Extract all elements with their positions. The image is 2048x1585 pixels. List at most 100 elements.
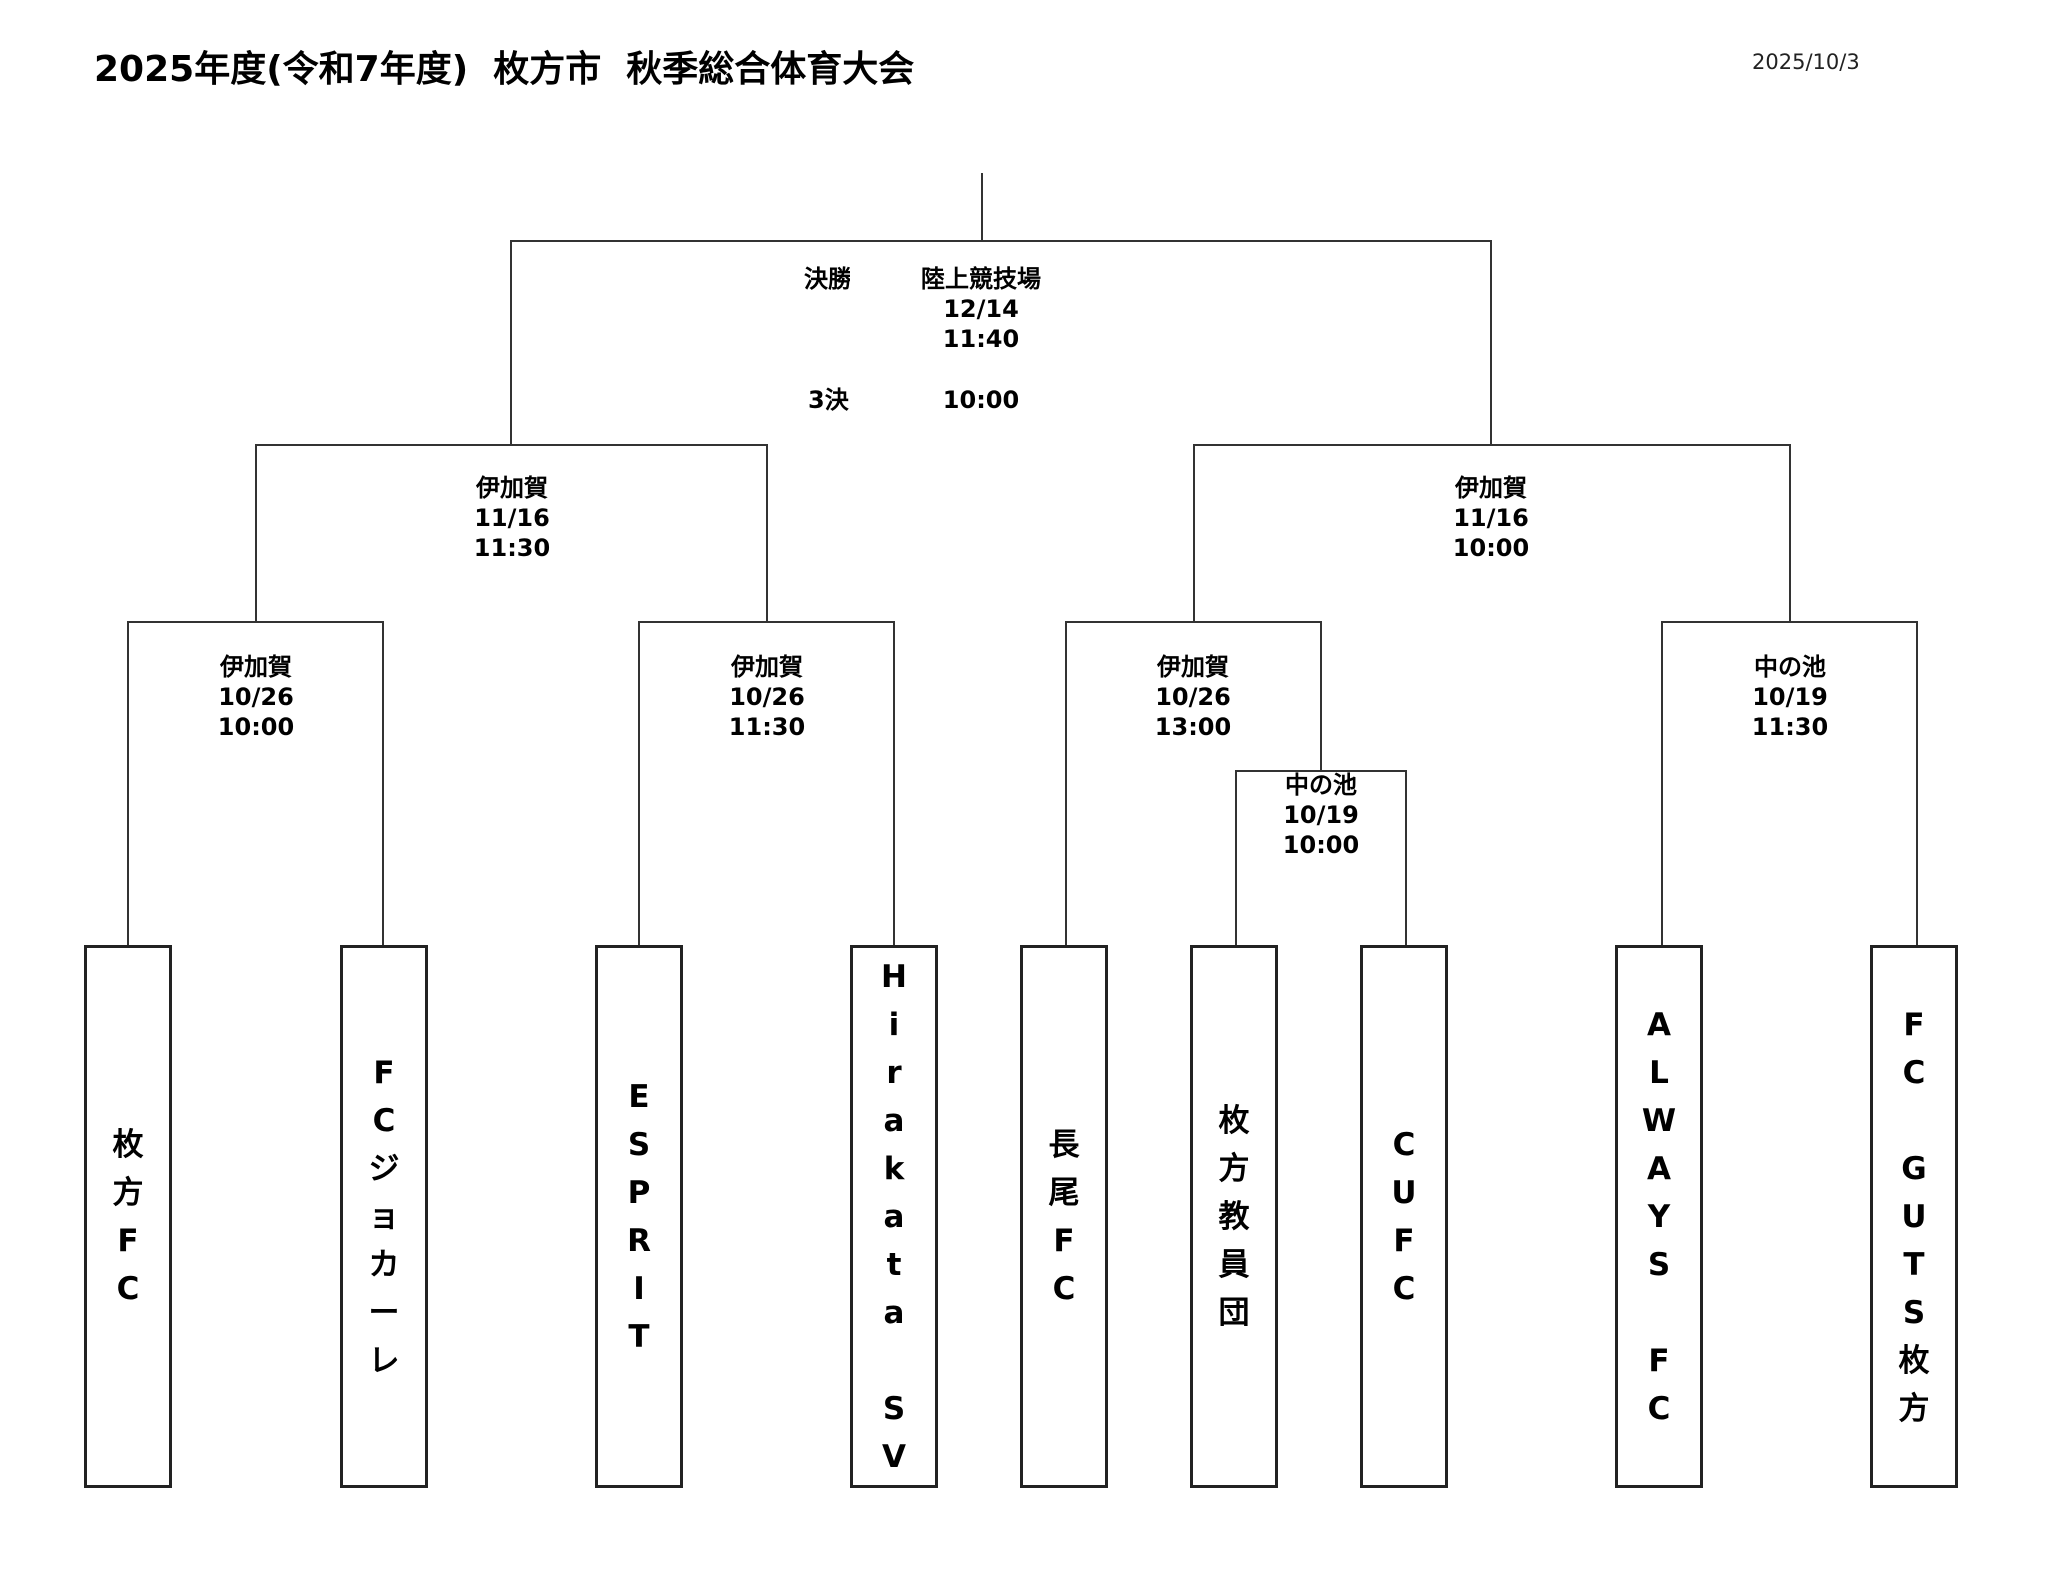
qf3-leg-b (1320, 621, 1322, 771)
quarterfinal-venue: 伊加賀 (731, 653, 803, 681)
team-name-char: F (1648, 1342, 1670, 1379)
team-name-char: F (373, 1054, 395, 1091)
team-name-char: k (883, 1150, 905, 1187)
team-name-char: C (1392, 1126, 1416, 1163)
team-name-char: V (882, 1438, 906, 1475)
team-name-char: カ (368, 1246, 400, 1283)
qf1-leg-a (127, 621, 129, 946)
team-name-char: ジ (368, 1150, 400, 1187)
semifinal-venue: 伊加賀 (476, 474, 548, 502)
final-time: 11:40 (942, 325, 1020, 353)
team-name-char: R (627, 1222, 651, 1259)
quarterfinal-venue: 伊加賀 (220, 653, 292, 681)
qf3-bar (1065, 621, 1322, 623)
page-title: 2025年度(令和7年度) 枚方市 秋季総合体育大会 (94, 49, 915, 90)
semi-right-leg-b (1789, 444, 1791, 622)
team-name-char: A (1647, 1150, 1671, 1187)
semifinal-right-info: 伊加賀 11/16 10:00 (1453, 473, 1529, 563)
third-place-label: 3決 (808, 386, 849, 414)
qf1-bar (127, 621, 384, 623)
final-right-leg (1490, 240, 1492, 445)
semifinal-left-info: 伊加賀 11/16 11:30 (474, 473, 550, 563)
team-name-char (1873, 1097, 1955, 1145)
semi-right-bar (1193, 444, 1791, 446)
quarterfinal-time: 11:30 (728, 713, 806, 741)
final-info: 陸上競技場 12/14 11:40 (921, 264, 1041, 354)
team-name-char: C (372, 1102, 396, 1139)
final-venue: 陸上競技場 (921, 265, 1041, 293)
team-name-char: L (1649, 1054, 1669, 1091)
team-name-char: U (1391, 1174, 1417, 1211)
team-name-char: 団 (1218, 1294, 1250, 1331)
qf2-leg-a (638, 621, 640, 946)
first-round-date: 10/19 (1283, 801, 1359, 829)
quarterfinal-time: 10:00 (217, 713, 295, 741)
r1-leg-a (1235, 770, 1237, 946)
team-name-char: a (883, 1198, 905, 1235)
semifinal-time: 10:00 (1452, 534, 1530, 562)
quarterfinal-date: 10/19 (1752, 683, 1828, 711)
team-name-char: 枚 (1898, 1342, 1930, 1379)
team-name-char: C (1392, 1270, 1416, 1307)
final-date: 12/14 (943, 295, 1019, 323)
team-name-char: F (1393, 1222, 1415, 1259)
team-name-char: 枚 (112, 1126, 144, 1163)
quarterfinal-date: 10/26 (1155, 683, 1231, 711)
team-name-char: S (627, 1126, 651, 1163)
team-name-char: U (1901, 1198, 1927, 1235)
semi-left-leg-b (766, 444, 768, 622)
r1-leg-b (1405, 770, 1407, 946)
r1-bar (1235, 770, 1407, 772)
third-place-time: 10:00 (942, 386, 1020, 414)
quarterfinal-venue: 中の池 (1754, 653, 1826, 681)
quarterfinal-date: 10/26 (729, 683, 805, 711)
team-name-char: i (888, 1006, 900, 1043)
qf1-leg-b (382, 621, 384, 946)
quarterfinal-1-info: 伊加賀 10/26 10:00 (218, 652, 294, 742)
team-name-char: C (1052, 1270, 1076, 1307)
team-name-char: ョ (368, 1198, 400, 1235)
qf4-leg-a (1661, 621, 1663, 946)
team-name-char: 枚 (1218, 1102, 1250, 1139)
quarterfinal-venue: 伊加賀 (1157, 653, 1229, 681)
team-name-char: C (1902, 1054, 1926, 1091)
team-name-char: G (1901, 1150, 1927, 1187)
team-name-char: C (1647, 1390, 1671, 1427)
qf4-bar (1661, 621, 1918, 623)
team-name-char: t (886, 1246, 902, 1283)
team-name-char: F (117, 1222, 139, 1259)
semi-left-leg-a (255, 444, 257, 622)
quarterfinal-3-info: 伊加賀 10/26 13:00 (1155, 652, 1231, 742)
first-round-time: 10:00 (1282, 831, 1360, 859)
team-name-char: E (628, 1078, 650, 1115)
team-name-char: A (1647, 1006, 1671, 1043)
quarterfinal-time: 11:30 (1751, 713, 1829, 741)
team-name-char: T (1903, 1246, 1925, 1283)
team-name-char: レ (368, 1342, 400, 1379)
semi-right-leg-a (1193, 444, 1195, 622)
qf2-leg-b (893, 621, 895, 946)
team-name-char (853, 1337, 935, 1385)
team-name-char: S (1647, 1246, 1671, 1283)
team-name-char: H (881, 958, 907, 995)
quarterfinal-date: 10/26 (218, 683, 294, 711)
qf2-bar (638, 621, 895, 623)
final-label: 決勝 (804, 265, 850, 293)
semifinal-date: 11/16 (1453, 504, 1529, 532)
team-name-char: a (883, 1102, 905, 1139)
team-name-char: 方 (112, 1174, 144, 1211)
team-name-char: F (1053, 1222, 1075, 1259)
team-name-char: ー (368, 1294, 400, 1331)
team-name-char: W (1641, 1102, 1677, 1139)
team-name-char: a (883, 1294, 905, 1331)
semifinal-time: 11:30 (473, 534, 551, 562)
first-round-venue: 中の池 (1285, 771, 1357, 799)
print-date: 2025/10/3 (1752, 50, 1860, 74)
